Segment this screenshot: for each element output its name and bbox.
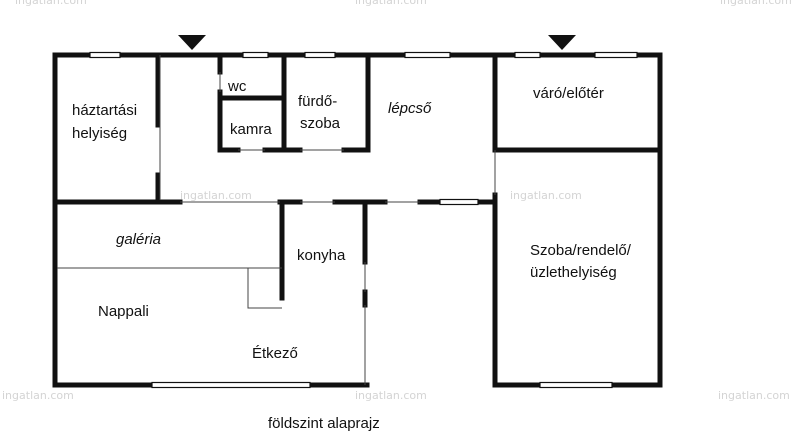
room-label-szoba-line2: üzlethelyiség — [530, 264, 617, 281]
room-label-wc: wc — [227, 78, 247, 95]
room-label-nappali: Nappali — [98, 303, 149, 320]
room-label-haztartasi-line1: háztartási — [72, 102, 137, 119]
watermark-bottom-left: ingatlan.com — [2, 389, 74, 402]
room-label-haztartasi-line2: helyiség — [72, 125, 127, 142]
watermark-bottom-right: ingatlan.com — [718, 389, 790, 402]
room-label-szoba-line1: Szoba/rendelő/ — [530, 242, 632, 259]
windows — [89, 51, 638, 389]
room-labels: háztartási helyiség wc kamra fürdő- szob… — [72, 78, 632, 362]
room-label-furdo-line2: szoba — [300, 115, 341, 132]
entrance-markers — [178, 35, 576, 50]
room-label-konyha: konyha — [297, 247, 346, 264]
watermark-center-left: ingatlan.com — [180, 189, 252, 202]
room-label-lepcso: lépcső — [388, 100, 432, 117]
room-label-varo: váró/előtér — [533, 85, 604, 102]
plan-caption: földszint alaprajz — [268, 415, 380, 432]
watermark-top-left: ingatlan.com — [15, 0, 87, 7]
watermark-center-right: ingatlan.com — [510, 189, 582, 202]
thin-lines — [57, 55, 496, 385]
room-label-galeria: galéria — [116, 231, 161, 248]
walls — [52, 52, 663, 388]
entrance-arrow-right-icon — [548, 35, 576, 50]
watermark-top-right: ingatlan.com — [720, 0, 792, 7]
room-label-furdo-line1: fürdő- — [298, 93, 337, 110]
watermarks: ingatlan.com ingatlan.com ingatlan.com i… — [2, 0, 792, 402]
room-label-kamra: kamra — [230, 121, 272, 138]
watermark-top-mid: ingatlan.com — [355, 0, 427, 7]
entrance-arrow-left-icon — [178, 35, 206, 50]
room-label-etkezo: Étkező — [252, 345, 298, 362]
watermark-bottom-mid: ingatlan.com — [355, 389, 427, 402]
